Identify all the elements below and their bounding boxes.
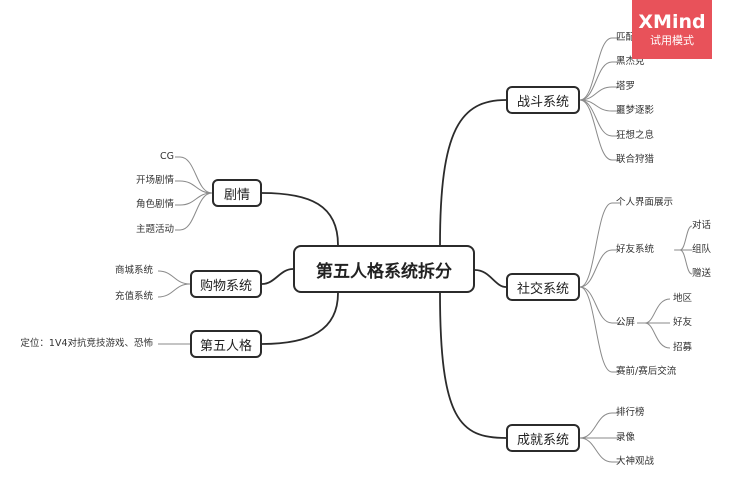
leaf-blackjack[interactable]: 黑杰克 xyxy=(616,56,645,67)
leaf-recharge-system[interactable]: 充值系统 xyxy=(114,291,153,302)
branch-shopping-system[interactable]: 购物系统 xyxy=(190,270,262,298)
leaf-pre-post-match-chat[interactable]: 赛前/赛后交流 xyxy=(616,366,677,377)
leaf-character-story[interactable]: 角色剧情 xyxy=(135,199,174,210)
branch-identity-v[interactable]: 第五人格 xyxy=(190,330,262,358)
central-topic[interactable]: 第五人格系统拆分 xyxy=(293,245,475,293)
leaf-team-up[interactable]: 组队 xyxy=(692,244,712,255)
xmind-trial-badge: XMind 试用模式 xyxy=(632,0,712,59)
leaf-gift[interactable]: 赠送 xyxy=(692,268,712,279)
leaf-recruit[interactable]: 招募 xyxy=(673,342,693,353)
xmind-logo-text: XMind xyxy=(638,11,706,33)
leaf-mall-system[interactable]: 商城系统 xyxy=(114,265,153,276)
leaf-personal-profile[interactable]: 个人界面展示 xyxy=(616,197,674,208)
leaf-theme-event[interactable]: 主题活动 xyxy=(135,224,174,235)
leaf-leaderboard[interactable]: 排行榜 xyxy=(616,407,645,418)
leaf-tarot[interactable]: 塔罗 xyxy=(616,81,636,92)
branch-battle-system[interactable]: 战斗系统 xyxy=(506,86,580,114)
branch-social-system[interactable]: 社交系统 xyxy=(506,273,580,301)
connector-central-story xyxy=(261,192,339,246)
connector-central-achieve xyxy=(439,292,507,439)
branch-achievement-system[interactable]: 成就系统 xyxy=(506,424,580,452)
trial-mode-label: 试用模式 xyxy=(650,34,694,47)
leaf-friends[interactable]: 好友 xyxy=(673,317,693,328)
leaf-dialog[interactable]: 对话 xyxy=(692,220,712,231)
leaf-replay[interactable]: 录像 xyxy=(616,432,636,443)
leaf-friend-system[interactable]: 好友系统 xyxy=(616,244,655,255)
branch-story[interactable]: 剧情 xyxy=(212,179,262,207)
leaf-region[interactable]: 地区 xyxy=(673,293,693,304)
leaf-spectate-pro[interactable]: 大神观战 xyxy=(616,456,655,467)
leaf-fantasy-breath[interactable]: 狂想之息 xyxy=(616,130,655,141)
connector-central-battle xyxy=(439,99,507,246)
connector-central-social xyxy=(474,269,507,288)
leaf-public-chat[interactable]: 公屏 xyxy=(616,317,636,328)
leaf-positioning[interactable]: 定位：1V4对抗竞技游戏、恐怖 xyxy=(20,338,153,349)
connector-central-shop xyxy=(261,268,294,285)
leaf-nightmare-chase[interactable]: 噩梦逐影 xyxy=(616,105,655,116)
leaf-opening-story[interactable]: 开场剧情 xyxy=(135,175,174,186)
leaf-cg[interactable]: CG xyxy=(160,151,174,162)
leaf-joint-hunt[interactable]: 联合狩猎 xyxy=(616,154,655,165)
connector-central-5th xyxy=(261,292,339,345)
